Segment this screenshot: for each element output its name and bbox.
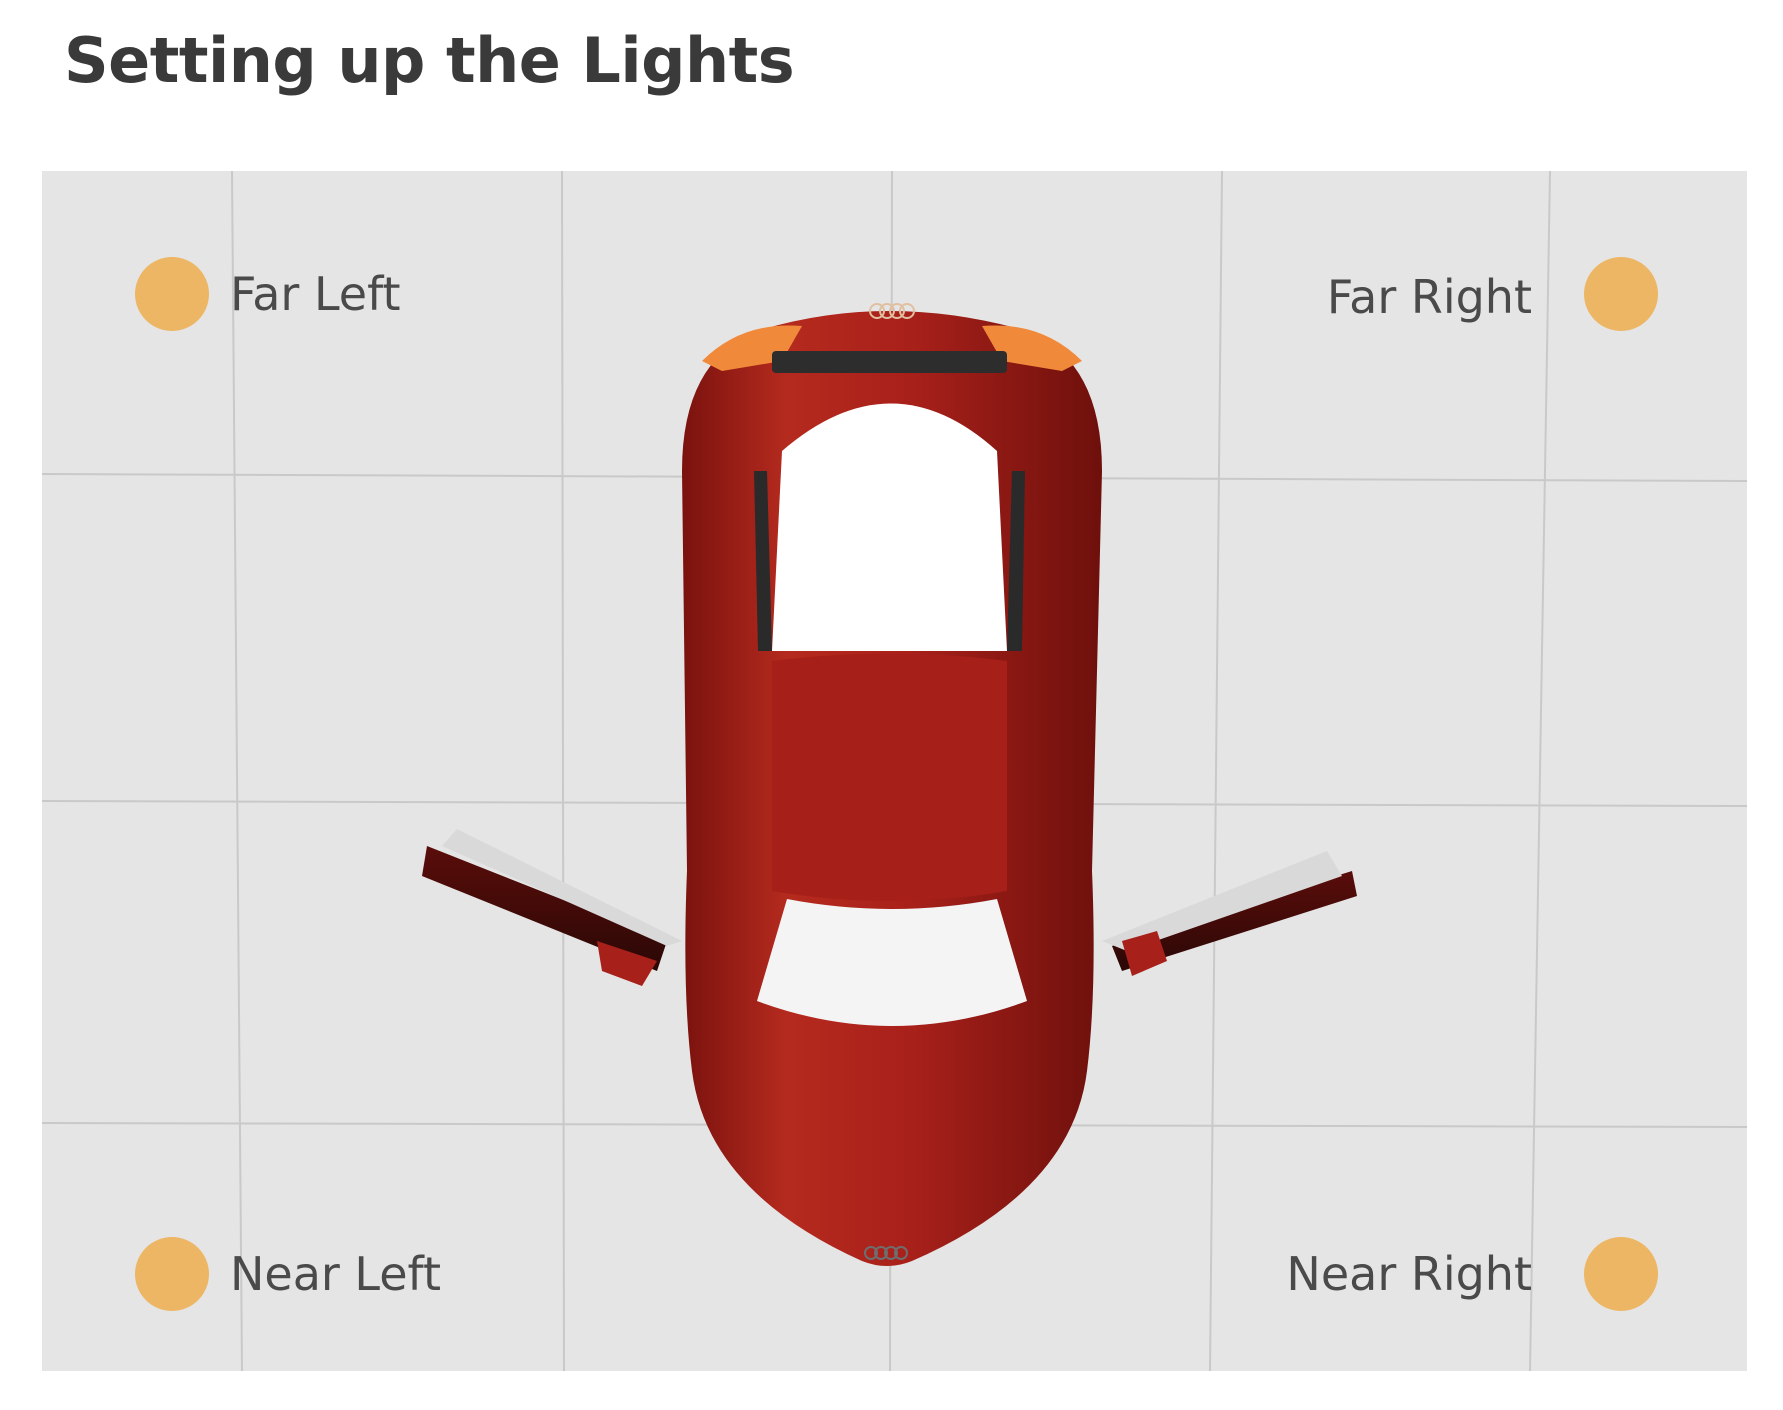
front-rings-logo	[869, 303, 915, 319]
far-right-label: Far Right	[1326, 270, 1532, 324]
right-door	[1102, 851, 1357, 976]
far-right-light-icon[interactable]	[1584, 257, 1658, 331]
near-left-light-icon[interactable]	[135, 1237, 209, 1311]
lighting-stage: Far Left Far Right Near Left Near Right	[42, 171, 1747, 1371]
front-grille	[772, 351, 1007, 373]
windshield	[772, 403, 1007, 651]
near-right-light-icon[interactable]	[1584, 1237, 1658, 1311]
page-title: Setting up the Lights	[64, 24, 795, 97]
car-illustration	[422, 303, 1357, 1266]
near-left-label: Near Left	[230, 1247, 441, 1301]
stage-scene	[42, 171, 1747, 1371]
near-right-label: Near Right	[1286, 1247, 1532, 1301]
far-left-light-icon[interactable]	[135, 257, 209, 331]
rear-window	[757, 899, 1027, 1026]
left-door	[422, 829, 682, 986]
roof	[772, 653, 1007, 901]
far-left-label: Far Left	[230, 267, 401, 321]
rear-rings-logo	[864, 1246, 908, 1260]
